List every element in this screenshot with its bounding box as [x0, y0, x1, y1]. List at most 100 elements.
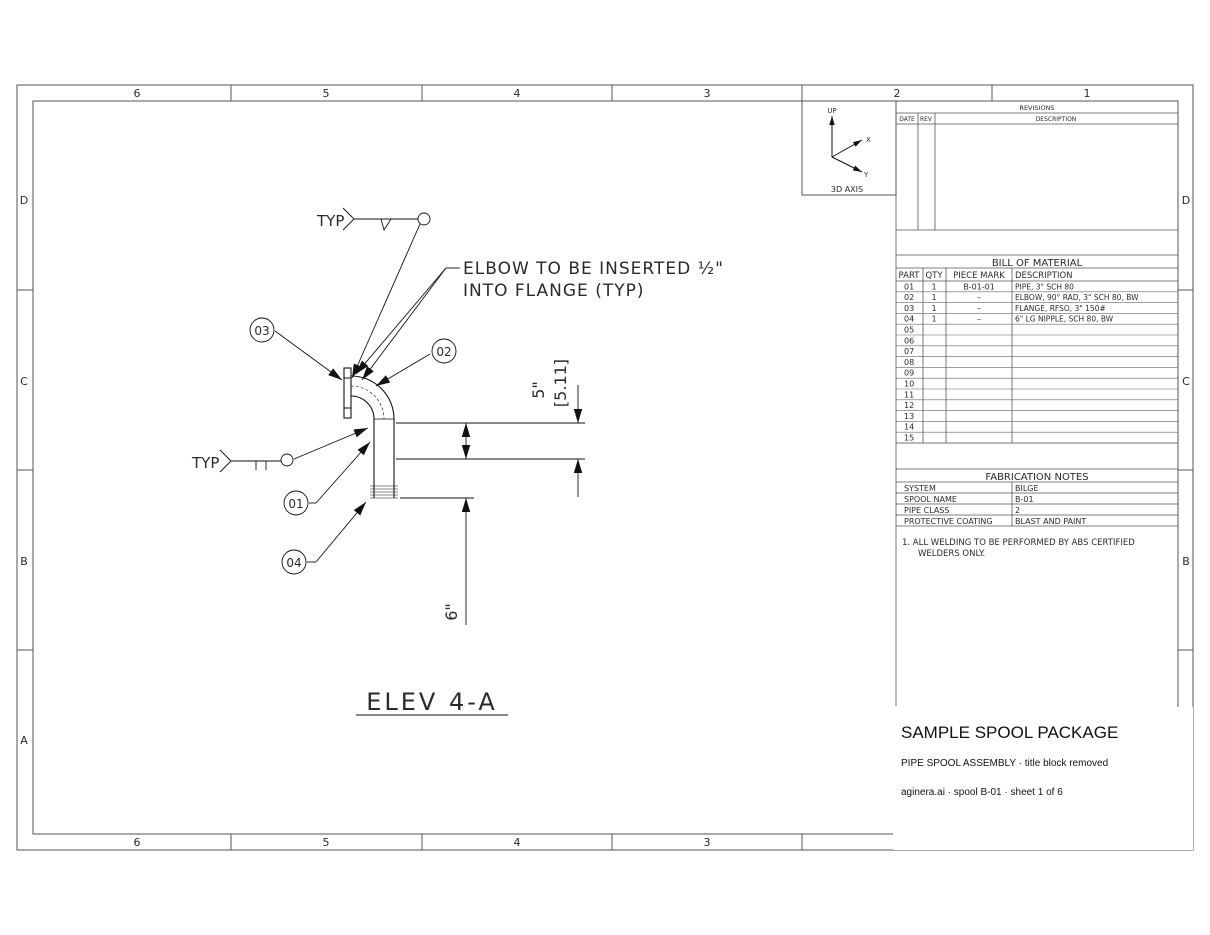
revisions-header-rev: REV [920, 116, 933, 123]
bom-header-part: PART [899, 271, 921, 281]
col-label: 3 [704, 836, 711, 849]
revisions-table: REVISIONS DATE REV DESCRIPTION [895, 101, 1178, 706]
bom-row: 05 [904, 326, 914, 335]
bom-cell-description: PIPE, 3" SCH 80 [1015, 282, 1074, 291]
elbow [350, 375, 395, 420]
row-label: C [1182, 375, 1190, 388]
fab-field-value: 2 [1015, 506, 1020, 515]
leaders [274, 223, 460, 563]
flange [343, 367, 352, 419]
bom-cell-qty: 1 [931, 282, 936, 291]
col-label: 1 [1084, 87, 1091, 100]
weld-symbol-left [219, 449, 294, 473]
bom-cell-part: 10 [904, 380, 914, 389]
bom-cell-part: 01 [904, 282, 914, 291]
callout-label: 04 [286, 556, 301, 570]
row-labels-left: D C B A [20, 194, 28, 747]
dim-6-in: 6" [442, 603, 461, 621]
bill-of-material: BILL OF MATERIAL PART QTY PIECE MARK DES… [896, 254, 1178, 444]
fab-field-label: SYSTEM [904, 484, 936, 493]
axis-up-label: UP [827, 107, 836, 115]
revisions-header-description: DESCRIPTION [1036, 116, 1077, 123]
view-label: ELEV 4-A [366, 688, 498, 716]
col-label: 4 [514, 87, 521, 100]
bom-cell-qty: 1 [931, 315, 936, 324]
fab-field-value: B-01 [1015, 495, 1034, 504]
col-label: 3 [704, 87, 711, 100]
col-label: 5 [323, 836, 330, 849]
bom-cell-piece-mark: – [977, 315, 981, 324]
bom-cell-description: FLANGE, RFSO, 3" 150# [1015, 304, 1106, 313]
callout-bubble-03: 03 [249, 317, 275, 343]
row-label: B [1182, 555, 1190, 568]
axis-indicator: UP X Y 3D AXIS [801, 100, 897, 196]
row-label: C [20, 375, 28, 388]
title-block: SAMPLE SPOOL PACKAGE PIPE SPOOL ASSEMBLY… [893, 707, 1193, 850]
bom-cell-qty: 1 [931, 304, 936, 313]
title-block-title: SAMPLE SPOOL PACKAGE [901, 723, 1118, 742]
bom-cell-part: 14 [904, 423, 914, 432]
bom-cell-part: 04 [904, 315, 914, 324]
fab-field-value: BILGE [1015, 484, 1039, 493]
bom-header-description: DESCRIPTION [1015, 271, 1073, 281]
spool-drawing [343, 367, 398, 499]
callout-bubbles: 03 02 01 04 [249, 317, 457, 575]
col-label: 2 [894, 87, 901, 100]
bom-row: 14 [904, 423, 914, 432]
bom-row: 15 [904, 434, 914, 443]
bom-cell-piece-mark: – [977, 293, 981, 302]
col-label: 5 [323, 87, 330, 100]
axis-x-label: X [866, 136, 871, 144]
bom-cell-qty: 1 [931, 293, 936, 302]
bom-title: BILL OF MATERIAL [992, 258, 1083, 269]
bom-cell-piece-mark: – [977, 304, 981, 313]
callout-label: 03 [254, 324, 269, 338]
bom-row: 04 1 – 6" LG NIPPLE, SCH 80, BW [904, 315, 1114, 324]
bom-cell-part: 15 [904, 434, 914, 443]
bom-row: 12 [904, 401, 914, 410]
drawing-note-line: ELBOW TO BE INSERTED ½" [463, 259, 724, 279]
fab-note-line: 1. ALL WELDING TO BE PERFORMED BY ABS CE… [902, 538, 1135, 548]
elbow-inner [350, 395, 375, 420]
fab-field-label: SPOOL NAME [904, 495, 957, 504]
bom-cell-part: 02 [904, 293, 914, 302]
bom-row: 10 [904, 380, 914, 389]
column-labels-top: 6 5 4 3 2 1 [134, 87, 1091, 100]
revisions-title: REVISIONS [1019, 104, 1054, 112]
bom-cell-part: 07 [904, 347, 914, 356]
row-label: D [20, 194, 28, 207]
col-label: 6 [134, 87, 141, 100]
dimensions [396, 385, 585, 625]
bom-cell-part: 12 [904, 401, 914, 410]
bom-cell-part: 09 [904, 369, 914, 378]
bom-row: 13 [904, 412, 914, 421]
drawing-note-line: INTO FLANGE (TYP) [463, 281, 645, 301]
callout-bubble-04: 04 [281, 549, 307, 575]
weld-typ-top: TYP [316, 212, 344, 230]
fabrication-notes: FABRICATION NOTES SYSTEM BILGE SPOOL NAM… [896, 468, 1178, 559]
col-label: 4 [514, 836, 521, 849]
bom-row: 11 [904, 390, 914, 399]
title-block-footer: aginera.ai · spool B-01 · sheet 1 of 6 [901, 787, 1063, 798]
callout-bubble-01: 01 [283, 490, 309, 516]
bom-cell-part: 05 [904, 326, 914, 335]
title-block-subtitle: PIPE SPOOL ASSEMBLY · title block remove… [901, 758, 1108, 769]
bom-cell-description: 6" LG NIPPLE, SCH 80, BW [1015, 315, 1114, 324]
callout-label: 01 [288, 497, 303, 511]
dim-5-mm: [5.11] [551, 359, 570, 407]
row-label: A [20, 734, 28, 747]
bom-cell-part: 06 [904, 336, 914, 345]
fab-field-label: PIPE CLASS [904, 506, 949, 515]
axis-caption: 3D AXIS [831, 185, 863, 194]
fab-note-line: WELDERS ONLY. [918, 549, 985, 559]
axis-y-label: Y [863, 171, 869, 179]
row-label: D [1182, 194, 1190, 207]
fab-notes-title: FABRICATION NOTES [985, 472, 1088, 483]
dim-5-in: 5" [529, 381, 548, 399]
bom-cell-part: 08 [904, 358, 914, 367]
col-label: 6 [134, 836, 141, 849]
weld-symbol-top [342, 207, 431, 232]
